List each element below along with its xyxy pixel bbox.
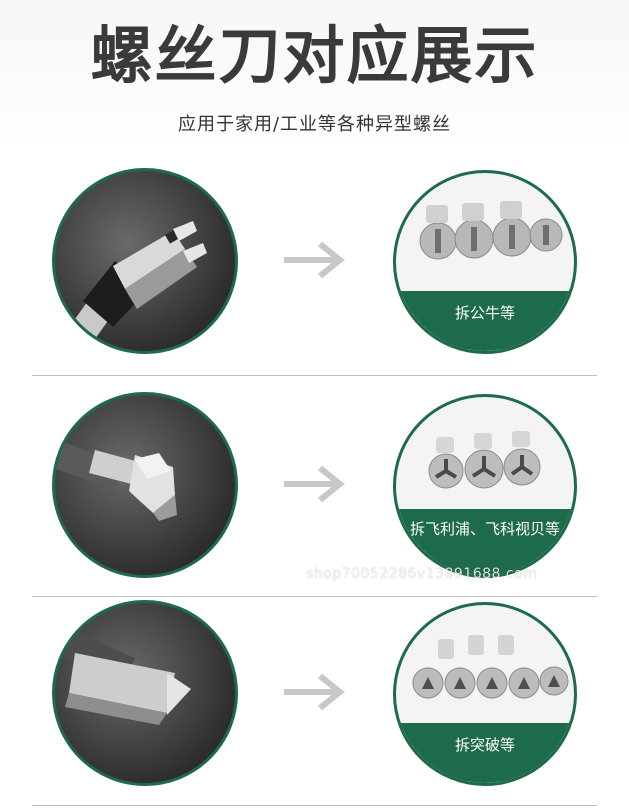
screw-caption: 拆飞利浦、飞科视贝等	[396, 509, 574, 575]
triangle-tip-screwdriver-icon	[52, 600, 238, 786]
tri-wing-screws-icon: 拆飞利浦、飞科视贝等	[393, 394, 577, 578]
page-title: 螺丝刀对应展示	[90, 19, 539, 92]
tri-wing-tip-screwdriver-icon	[52, 392, 238, 578]
right-arrow-icon	[282, 240, 346, 280]
fork-tip-screwdriver-icon	[52, 168, 238, 354]
row-divider	[32, 375, 597, 376]
row-divider	[32, 805, 597, 806]
right-arrow-icon	[282, 464, 346, 504]
page-subtitle: 应用于家用/工业等各种异型螺丝	[177, 114, 452, 135]
watermark-text: shop70052286v13891688.com	[306, 566, 538, 582]
triangle-head-screws-icon: 拆突破等	[393, 602, 577, 786]
screw-caption: 拆突破等	[396, 723, 574, 783]
right-arrow-icon	[282, 672, 346, 712]
comparison-row-2: 拆飞利浦、飞科视贝等	[0, 392, 629, 592]
spanner-head-screws-icon: 拆公牛等	[393, 170, 577, 354]
comparison-row-3: 拆突破等	[0, 600, 629, 800]
screw-caption: 拆公牛等	[396, 291, 574, 351]
row-divider	[32, 596, 597, 597]
comparison-row-1: 拆公牛等	[0, 168, 629, 368]
